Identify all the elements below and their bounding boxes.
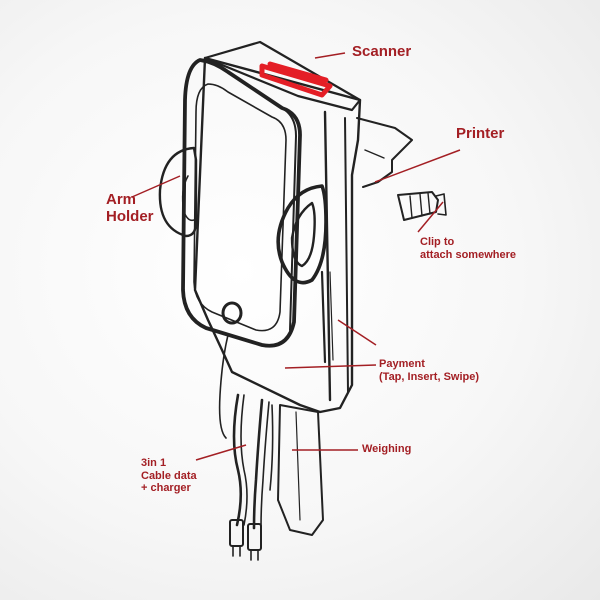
label-payment-line1: Payment (379, 358, 425, 370)
label-printer: Printer (456, 125, 505, 142)
leader-payment-slot (337, 319, 377, 346)
label-cable: 3in 1 Cable data + charger (141, 457, 197, 495)
leader-cable (195, 444, 247, 461)
scanner-window (259, 61, 333, 98)
arm-holder-right-hole (290, 201, 316, 268)
leader-arm-holder (131, 175, 181, 198)
cable-connector (247, 523, 262, 551)
body-side-ridge (323, 110, 332, 402)
leader-payment-body (284, 364, 377, 369)
label-cable-line3: + charger (141, 482, 191, 495)
cable (240, 394, 248, 526)
screen-display (193, 83, 287, 332)
device-body (193, 56, 362, 414)
leader-clip (417, 201, 444, 233)
label-weighing: Weighing (362, 443, 412, 455)
cable (252, 398, 264, 530)
clip (397, 191, 439, 221)
leader-printer (374, 149, 461, 183)
weighing-base-inner (295, 411, 301, 521)
arm-holder-right (276, 184, 328, 285)
label-payment: Payment (Tap, Insert, Swipe) (379, 358, 479, 383)
label-clip: Clip to attach somewhere (420, 236, 516, 261)
printer-shroud (356, 117, 413, 188)
clip-tip (435, 193, 447, 216)
cable-connector-tip (232, 545, 241, 557)
label-scanner: Scanner (352, 43, 412, 60)
cable (269, 404, 274, 491)
arm-holder-left (158, 146, 198, 238)
label-clip-line1: Clip to (420, 236, 455, 248)
cable (232, 393, 243, 527)
screen-bezel-edge (281, 107, 297, 331)
label-arm-holder-line2: Holder (106, 208, 154, 226)
leader-scanner (314, 52, 346, 59)
body-side-ridge (344, 117, 349, 393)
arm-holder-left-inner (181, 175, 195, 222)
cable-connector (229, 519, 244, 547)
label-payment-line2: (Tap, Insert, Swipe) (379, 370, 480, 383)
label-arm-holder-line1: Arm (106, 191, 137, 208)
label-cable-line2: Cable data (141, 469, 197, 482)
payment-card-slot-edge (329, 271, 334, 361)
label-arm-holder: Arm Holder (106, 191, 154, 226)
internal-cable (218, 334, 229, 439)
label-cable-line1: 3in 1 (141, 457, 167, 469)
device-top-lid (203, 40, 362, 112)
screen-frame (181, 58, 302, 348)
cable-connector-tip (250, 549, 259, 561)
clip-ridge (409, 192, 431, 219)
printer-shroud-slit (364, 149, 385, 159)
weighing-base (277, 404, 324, 536)
home-button (221, 301, 243, 325)
payment-card-slot (320, 270, 327, 364)
label-clip-line2: attach somewhere (420, 248, 516, 261)
cable (260, 401, 270, 529)
